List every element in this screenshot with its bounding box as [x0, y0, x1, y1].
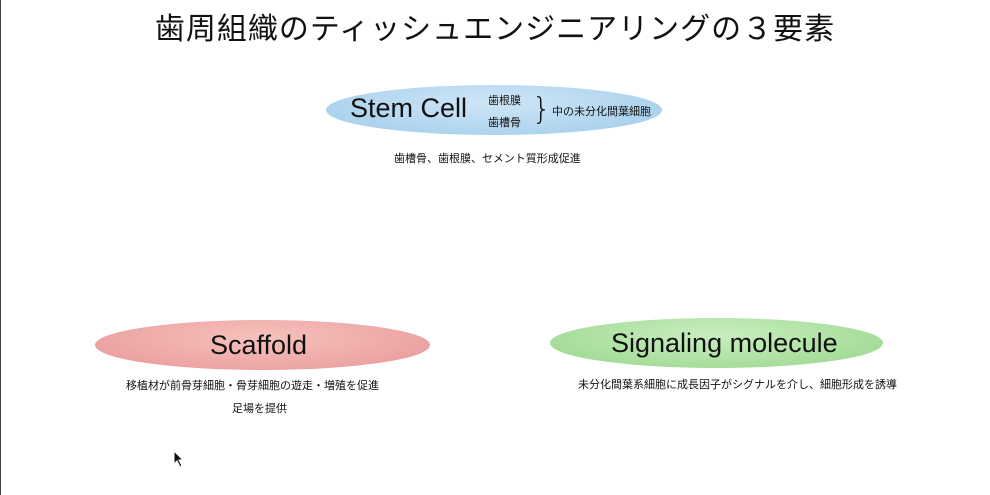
signaling-description: 未分化間葉系細胞に成長因子がシグナルを介し、細胞形成を誘導	[578, 378, 897, 391]
signaling-label: Signaling molecule	[611, 328, 838, 358]
brace-icon: }	[532, 92, 552, 127]
stem-cell-ellipse	[326, 85, 662, 135]
stem-description: 歯槽骨、歯根膜、セメント質形成促進	[394, 152, 581, 165]
mouse-cursor-icon	[173, 450, 185, 468]
signaling-ellipse	[550, 318, 883, 368]
scaffold-label: Scaffold	[210, 330, 308, 360]
stem-origin: 中の未分化間葉細胞	[552, 105, 651, 118]
stem-source-bone: 歯槽骨	[488, 116, 521, 129]
window-edge	[0, 0, 1, 495]
stem-cell-label: Stem Cell	[350, 93, 468, 123]
scaffold-description-1: 移植材が前骨芽細胞・骨芽細胞の遊走・増殖を促進	[126, 379, 379, 392]
scaffold-description-2: 足場を提供	[232, 402, 287, 415]
scaffold-ellipse	[95, 320, 430, 370]
slide-title: 歯周組織のティッシュエンジニアリングの３要素	[154, 12, 836, 47]
stem-source-pdl: 歯根膜	[488, 94, 521, 107]
